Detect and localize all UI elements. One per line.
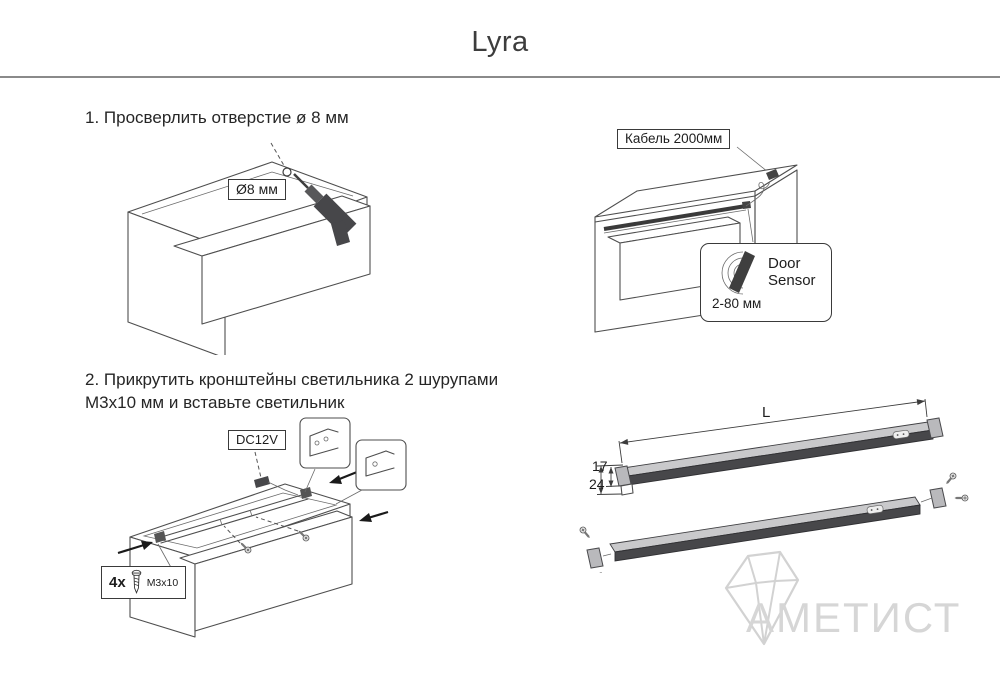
mount-bracket bbox=[620, 483, 634, 496]
step2-heading-line2: М3х10 мм и вставьте светильник bbox=[85, 393, 345, 412]
bracket-detail-box-2 bbox=[355, 439, 407, 491]
step1-heading: 1. Просверлить отверстие ø 8 мм bbox=[85, 108, 349, 127]
cable-label-leader bbox=[736, 146, 769, 173]
bracket-left bbox=[154, 531, 166, 543]
dc-connector bbox=[254, 476, 270, 488]
end-cap-right bbox=[929, 487, 947, 509]
bracket-detail-box-1 bbox=[299, 417, 351, 469]
insert-arrow-right bbox=[359, 510, 389, 522]
screws-qty-label: 4x bbox=[109, 574, 126, 591]
light-bar bbox=[603, 204, 747, 231]
dc-label-leader bbox=[254, 451, 263, 483]
dimension-24-label: 24 bbox=[589, 476, 605, 492]
screws-size-label: М3х10 bbox=[146, 576, 179, 589]
step2-heading: 2. Прикрутить кронштейны светильника 2 ш… bbox=[85, 368, 498, 414]
touch-sensor-window bbox=[892, 429, 910, 440]
end-cap-left bbox=[586, 547, 604, 569]
screw-icon bbox=[131, 569, 141, 595]
touch-sensor-window bbox=[866, 504, 884, 515]
screw-icon bbox=[578, 525, 593, 541]
brand-name: АМЕТИСТ bbox=[746, 594, 962, 641]
drill-icon bbox=[293, 173, 357, 246]
insert-arrow-left bbox=[117, 541, 153, 555]
dimension-length-label: L bbox=[762, 404, 771, 421]
cable-length-label: Кабель 2000мм bbox=[617, 129, 731, 149]
title-divider bbox=[0, 76, 1000, 78]
dc12v-label: DC12V bbox=[228, 430, 286, 450]
step2-heading-line1: 2. Прикрутить кронштейны светильника 2 ш… bbox=[85, 370, 499, 389]
light-bar-exploded bbox=[578, 471, 969, 573]
hole-diameter-label: Ø8 мм bbox=[228, 179, 286, 200]
cabinet-top-face bbox=[594, 164, 798, 218]
door-sensor-callout: Door Sensor 2-80 мм bbox=[700, 243, 832, 322]
screw-icon bbox=[943, 471, 958, 487]
light-bar-assembled bbox=[614, 417, 944, 496]
screw-icon bbox=[954, 494, 969, 502]
gem-icon bbox=[724, 550, 800, 646]
screws-callout: 4x М3х10 bbox=[101, 566, 187, 599]
sensor-title-line1: Door bbox=[768, 255, 801, 272]
drill-axis-dashed-line bbox=[270, 142, 287, 170]
sensor-title-line2: Sensor bbox=[768, 272, 816, 289]
screw-icon bbox=[590, 569, 605, 573]
cable-plug bbox=[766, 169, 779, 180]
sensor-head bbox=[742, 201, 751, 209]
sensor-box-leader bbox=[747, 208, 754, 243]
dimension-line-L bbox=[619, 400, 926, 444]
page-title: Lyra bbox=[471, 26, 529, 58]
figure-light-bars bbox=[578, 398, 969, 573]
sensor-range-label: 2-80 мм bbox=[712, 296, 762, 311]
brand-watermark: АМЕТИСТ bbox=[722, 550, 998, 668]
bracket-right bbox=[300, 487, 312, 499]
figure-bracket-install bbox=[117, 417, 407, 638]
power-cable bbox=[745, 180, 771, 207]
drawer-front bbox=[201, 205, 371, 325]
figure-cabinet-drill bbox=[127, 142, 371, 355]
light-bar bbox=[157, 493, 306, 539]
drill-hole bbox=[282, 167, 292, 177]
door-sensor-icon bbox=[721, 251, 755, 295]
dimension-17-label: 17 bbox=[592, 458, 608, 474]
